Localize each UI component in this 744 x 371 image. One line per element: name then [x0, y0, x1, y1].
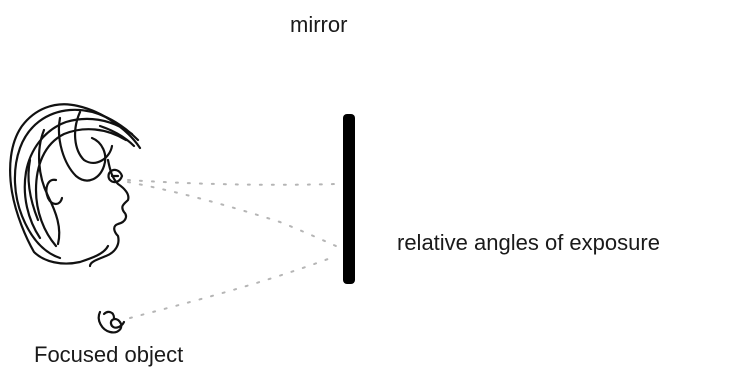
object-icon	[97, 310, 126, 334]
mirror-bar	[343, 114, 355, 284]
head-sketch-icon	[9, 103, 142, 268]
sight-line-incidence	[127, 181, 337, 247]
mirror-label: mirror	[290, 12, 348, 37]
focused-object-label: Focused object	[34, 342, 184, 367]
sight-lines	[127, 179, 337, 319]
sight-line-object-to-mirror	[129, 255, 337, 319]
relative-angles-label: relative angles of exposure	[397, 230, 660, 255]
sight-line-eye-to-mirror	[127, 179, 337, 186]
